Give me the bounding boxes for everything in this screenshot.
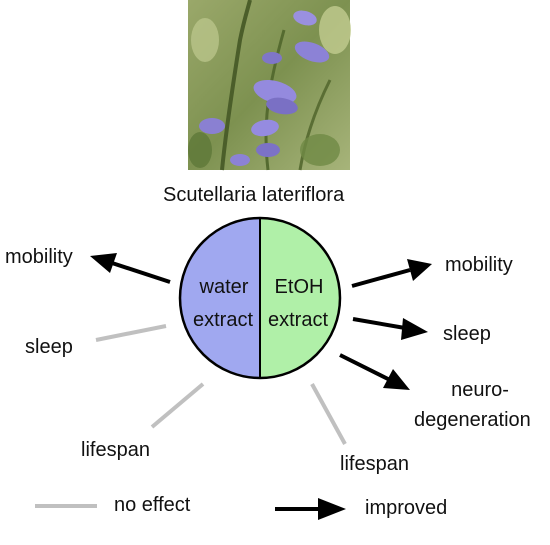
- no-effect-line-sleep-left: [95, 324, 167, 342]
- no-effect-line-lifespan-right: [310, 383, 347, 445]
- improved-arrow-mobility-right: [351, 268, 411, 288]
- neuro-label: neuro-: [451, 379, 509, 401]
- plant-name-title: Scutellaria lateriflora: [163, 184, 345, 206]
- mobility-label-left: mobility: [5, 246, 73, 268]
- water-extract-label: extract: [192, 309, 254, 331]
- etoh-half: [260, 218, 340, 378]
- water-half: [180, 218, 260, 378]
- etoh-label: EtOH: [274, 276, 324, 298]
- legend-improved-label: improved: [365, 497, 448, 519]
- sleep-label-right: sleep: [443, 323, 491, 345]
- improved-arrow-mobility-left: [111, 261, 171, 284]
- improved-arrow-sleep-right: [352, 317, 406, 330]
- degeneration-label: degeneration: [414, 409, 531, 431]
- mobility-label-right: mobility: [445, 254, 513, 276]
- lifespan-label-left: lifespan: [81, 439, 150, 461]
- etoh-extract-label: extract: [267, 309, 329, 331]
- sleep-label-left: sleep: [25, 336, 73, 358]
- no-effect-line-lifespan-left: [150, 382, 205, 429]
- improved-arrow-neuro-right: [339, 353, 391, 382]
- water-label: water: [199, 276, 249, 298]
- legend-no-effect-label: no effect: [114, 494, 191, 516]
- lifespan-label-right: lifespan: [340, 453, 409, 475]
